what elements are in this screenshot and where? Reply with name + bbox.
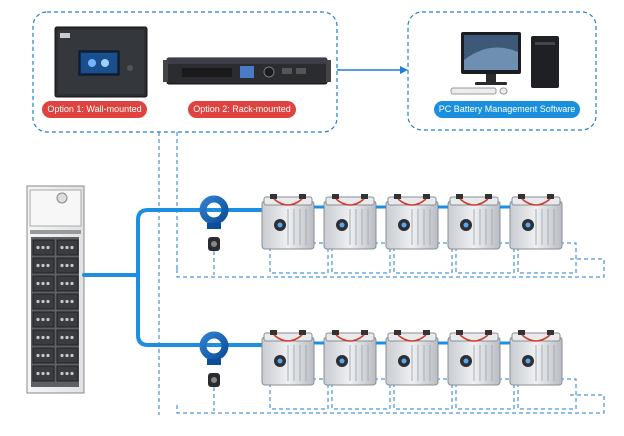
ups-module xyxy=(56,257,79,274)
connection-arrow xyxy=(337,66,408,74)
ups-module xyxy=(32,365,55,382)
battery-icon xyxy=(323,330,377,386)
ups-module xyxy=(56,239,79,256)
option-wall-mounted-label: Option 1: Wall-mounted xyxy=(42,101,147,118)
ups-module xyxy=(56,275,79,292)
battery-icon xyxy=(261,330,315,386)
software-frame xyxy=(407,11,597,131)
ups-module xyxy=(32,347,55,364)
ups-module xyxy=(56,365,79,382)
hardware-options-frame xyxy=(32,11,338,133)
current-sensor-icon xyxy=(199,195,229,229)
desktop-pc-icon xyxy=(450,32,559,95)
ups-module xyxy=(32,275,55,292)
battery-icon xyxy=(385,194,439,250)
sensor-module-icon xyxy=(208,373,220,411)
option-rack-mounted-label: Option 2: Rack-mounted xyxy=(188,101,296,118)
ups-module xyxy=(56,347,79,364)
signal-return-line xyxy=(176,394,605,414)
battery-row xyxy=(176,330,605,414)
ups-module xyxy=(56,293,79,310)
battery-icon xyxy=(385,330,439,386)
ups-module xyxy=(32,239,55,256)
battery-icon xyxy=(509,330,563,386)
signal-return-line xyxy=(176,258,605,278)
battery-icon xyxy=(323,194,377,250)
ups-battery-modules xyxy=(32,239,79,382)
battery-icon xyxy=(509,194,563,250)
wall-mounted-monitor-icon xyxy=(54,26,148,98)
current-sensor-icon xyxy=(199,331,229,365)
battery-icon xyxy=(447,194,501,250)
software-label: PC Battery Management Software xyxy=(434,101,580,118)
battery-icon xyxy=(261,194,315,250)
ups-module xyxy=(56,329,79,346)
sensor-module-icon xyxy=(208,237,220,275)
battery-icon xyxy=(447,330,501,386)
ups-module xyxy=(32,311,55,328)
battery-strings xyxy=(176,194,605,414)
ups-module xyxy=(32,293,55,310)
rack-mounted-monitor-icon xyxy=(163,57,331,85)
ups-module xyxy=(32,329,55,346)
battery-row xyxy=(176,194,605,278)
ups-module xyxy=(32,257,55,274)
power-bus xyxy=(82,208,277,347)
ups-module xyxy=(56,311,79,328)
